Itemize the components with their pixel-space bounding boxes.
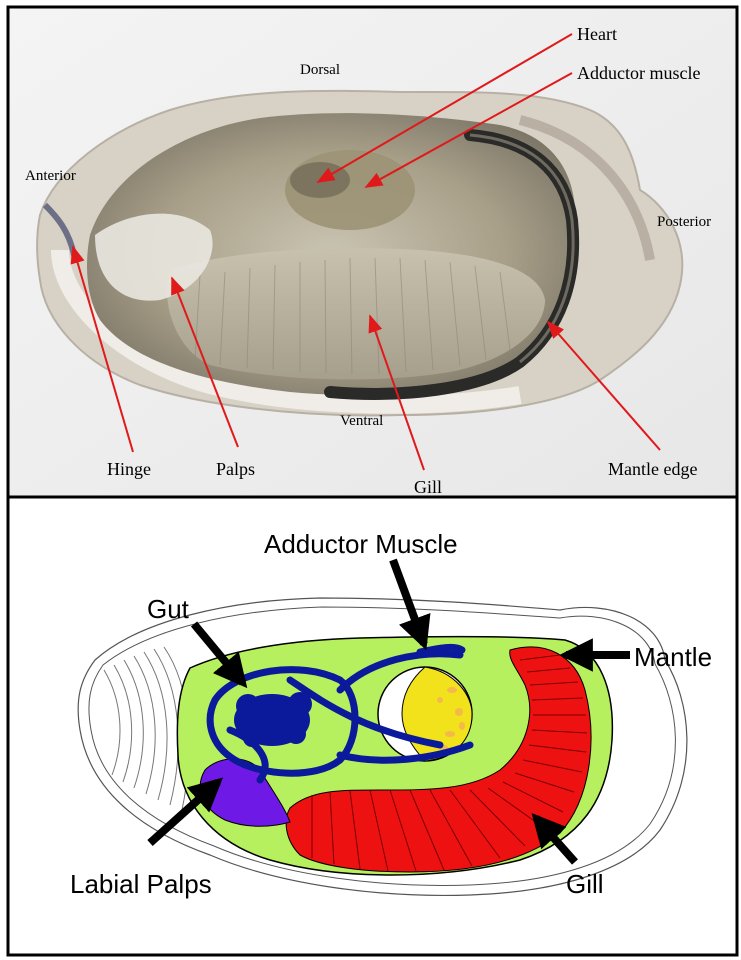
adductor-muscle-label-diagram: Adductor Muscle: [264, 529, 458, 559]
ventral-label: Ventral: [340, 413, 383, 429]
mantle-label: Mantle: [634, 642, 712, 672]
hinge-label: Hinge: [107, 459, 151, 479]
gill-region: [167, 248, 545, 379]
gut-label: Gut: [147, 594, 190, 624]
diagram-panel: Adductor Muscle Gut Mantle Labial Palps …: [8, 497, 737, 955]
labial-palps-label: Labial Palps: [70, 869, 212, 899]
heart-label: Heart: [577, 24, 617, 44]
palps-label: Palps: [216, 459, 255, 479]
mantle-edge-label: Mantle edge: [608, 459, 697, 479]
anterior-label: Anterior: [25, 168, 76, 184]
adductor-muscle-label: Adductor muscle: [577, 63, 700, 83]
photo-panel: Dorsal Anterior Posterior Ventral Heart …: [8, 7, 737, 497]
posterior-label: Posterior: [657, 214, 711, 230]
gill-label-photo: Gill: [414, 477, 442, 497]
gut-mass: [234, 692, 312, 747]
dorsal-label: Dorsal: [300, 62, 340, 78]
gill-label-diagram: Gill: [566, 869, 604, 899]
